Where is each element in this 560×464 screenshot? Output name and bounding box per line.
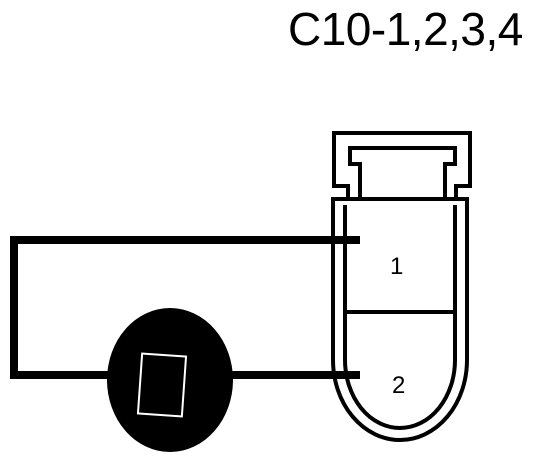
connector-latch	[332, 131, 472, 199]
connector-body-inner	[343, 205, 457, 430]
wire-to-pin-1	[10, 236, 360, 379]
connector-body-outer	[331, 197, 469, 442]
pin-2-label: 2	[392, 372, 405, 399]
pin-1-label: 1	[390, 253, 403, 280]
component-window	[136, 352, 188, 418]
wire-loop	[10, 236, 360, 379]
connector-latch-inner	[348, 146, 457, 199]
inline-component	[107, 308, 233, 452]
connector-title: C10-1,2,3,4	[288, 3, 523, 55]
connector-housing	[331, 131, 472, 442]
